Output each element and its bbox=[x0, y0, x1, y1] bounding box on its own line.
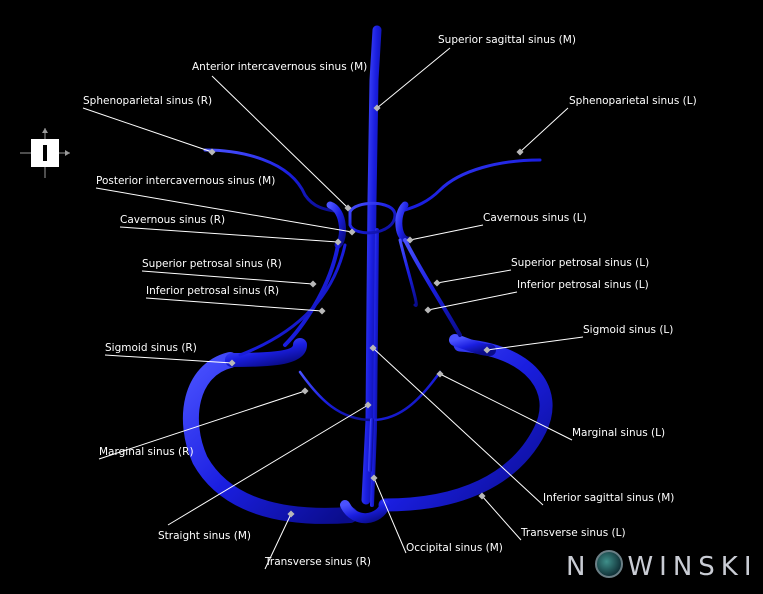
inferior-petrosal-left bbox=[398, 238, 418, 307]
label-anterior-intercavernous: Anterior intercavernous sinus (M) bbox=[192, 61, 368, 73]
pointer-marker-sphenoparietal-r bbox=[208, 148, 216, 156]
label-marginal-r: Marginal sinus (R) bbox=[99, 446, 194, 458]
leader-line-sphenoparietal-l bbox=[519, 107, 569, 153]
brand-logo: N WINSKI bbox=[566, 550, 758, 582]
pointer-marker-straight bbox=[364, 401, 372, 409]
leader-line-transverse-r bbox=[264, 513, 292, 570]
label-superior-petrosal-l: Superior petrosal sinus (L) bbox=[511, 257, 650, 269]
label-occipital: Occipital sinus (M) bbox=[406, 542, 503, 554]
pointer-marker-transverse-r bbox=[287, 510, 295, 518]
label-straight: Straight sinus (M) bbox=[158, 530, 251, 542]
sphenoparietal-right bbox=[203, 148, 342, 214]
leader-line-posterior-intercavernous bbox=[95, 187, 353, 233]
inferior-petrosal-right bbox=[238, 243, 347, 357]
sphenoparietal-left bbox=[403, 158, 542, 212]
pointer-marker-occipital bbox=[370, 474, 378, 482]
label-posterior-intercavernous: Posterior intercavernous sinus (M) bbox=[96, 175, 276, 187]
leader-line-inferior-petrosal-r bbox=[145, 297, 323, 312]
leader-line-marginal-r bbox=[98, 390, 306, 460]
label-cavernous-r: Cavernous sinus (R) bbox=[120, 214, 226, 226]
leader-line-transverse-l bbox=[481, 495, 522, 541]
leader-line-sigmoid-r bbox=[104, 354, 233, 364]
globe-logo-icon bbox=[595, 550, 624, 578]
brand-text-left: N bbox=[566, 552, 592, 582]
label-cavernous-l: Cavernous sinus (L) bbox=[483, 212, 587, 224]
pointer-marker-cavernous-l bbox=[406, 236, 414, 244]
leader-line-inferior-sagittal bbox=[372, 347, 544, 506]
label-transverse-r: Transverse sinus (R) bbox=[265, 556, 371, 568]
pointer-marker-transverse-l bbox=[478, 492, 486, 500]
inferior-sagittal-sinus bbox=[370, 228, 379, 507]
pointer-marker-posterior-intercavernous bbox=[348, 228, 356, 236]
leader-line-marginal-l bbox=[439, 373, 573, 441]
leader-line-superior-petrosal-l bbox=[436, 269, 512, 284]
label-sphenoparietal-l: Sphenoparietal sinus (L) bbox=[569, 95, 697, 107]
pointer-marker-cavernous-r bbox=[334, 238, 342, 246]
pointer-marker-superior-petrosal-l bbox=[433, 279, 441, 287]
pointer-marker-inferior-petrosal-r bbox=[318, 307, 326, 315]
pointer-marker-superior-petrosal-r bbox=[309, 280, 317, 288]
label-superior-petrosal-r: Superior petrosal sinus (R) bbox=[142, 258, 282, 270]
leader-line-occipital bbox=[373, 477, 407, 554]
leader-line-sphenoparietal-r bbox=[82, 107, 213, 153]
label-inferior-petrosal-r: Inferior petrosal sinus (R) bbox=[146, 285, 280, 297]
pointer-marker-anterior-intercavernous bbox=[344, 204, 352, 212]
marginal-right bbox=[298, 370, 374, 422]
leader-line-sigmoid-l bbox=[486, 336, 584, 351]
superior-sagittal-sinus bbox=[361, 25, 382, 505]
label-sigmoid-l: Sigmoid sinus (L) bbox=[583, 324, 674, 336]
label-marginal-l: Marginal sinus (L) bbox=[572, 427, 666, 439]
pointer-marker-marginal-l bbox=[436, 370, 444, 378]
leader-line-superior-petrosal-r bbox=[141, 270, 314, 285]
pointer-marker-inferior-petrosal-l bbox=[424, 306, 432, 314]
transverse-sinus-right bbox=[182, 352, 358, 524]
leader-line-anterior-intercavernous bbox=[211, 75, 349, 209]
superior-petrosal-left bbox=[403, 238, 462, 337]
intercavernous-ring bbox=[348, 201, 397, 235]
label-inferior-petrosal-l: Inferior petrosal sinus (L) bbox=[517, 279, 649, 291]
pointer-marker-sigmoid-l bbox=[483, 346, 491, 354]
marginal-left bbox=[370, 370, 442, 422]
sigmoid-right bbox=[225, 338, 307, 367]
label-sigmoid-r: Sigmoid sinus (R) bbox=[105, 342, 197, 354]
leader-line-superior-sagittal bbox=[376, 47, 451, 109]
orientation-cross-icon[interactable] bbox=[20, 128, 70, 178]
transverse-sinus-left bbox=[378, 338, 553, 512]
pointer-marker-inferior-sagittal bbox=[369, 344, 377, 352]
leader-line-cavernous-l bbox=[409, 224, 484, 241]
brand-text-right: WINSKI bbox=[627, 552, 758, 582]
straight-sinus bbox=[368, 418, 374, 472]
pointer-marker-sigmoid-r bbox=[228, 359, 236, 367]
label-inferior-sagittal: Inferior sagittal sinus (M) bbox=[543, 492, 675, 504]
leader-line-inferior-petrosal-l bbox=[427, 291, 518, 311]
label-transverse-l: Transverse sinus (L) bbox=[521, 527, 626, 539]
label-sphenoparietal-r: Sphenoparietal sinus (R) bbox=[83, 95, 213, 107]
leader-line-straight bbox=[167, 404, 369, 526]
leader-line-cavernous-r bbox=[119, 226, 339, 243]
occipital-confluence bbox=[340, 500, 390, 524]
superior-petrosal-right bbox=[283, 243, 340, 347]
pointer-marker-marginal-r bbox=[301, 387, 309, 395]
pointer-marker-sphenoparietal-l bbox=[516, 148, 524, 156]
pointer-marker-superior-sagittal bbox=[373, 104, 381, 112]
label-superior-sagittal: Superior sagittal sinus (M) bbox=[438, 34, 576, 46]
